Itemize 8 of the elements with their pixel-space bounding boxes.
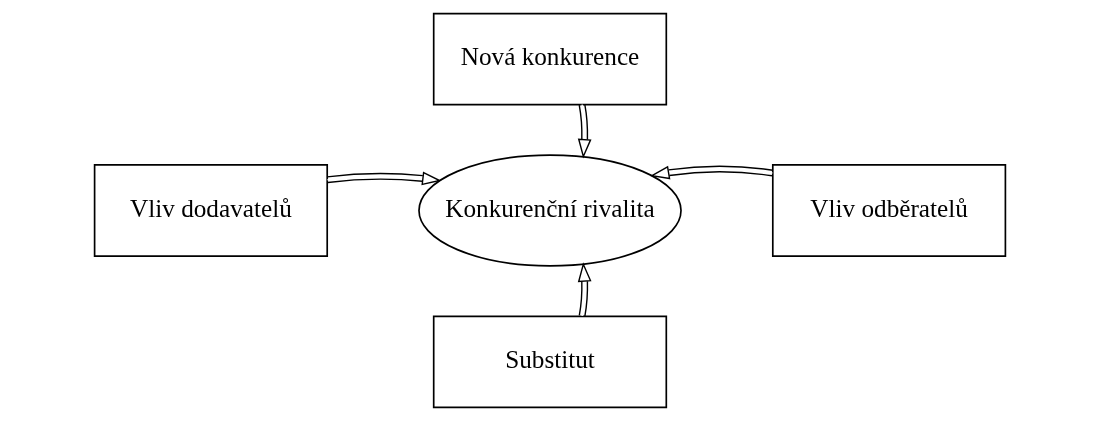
- arrow: [577, 262, 591, 318]
- arrow: [649, 165, 774, 180]
- node-box: Vliv odběratelů: [771, 164, 1006, 257]
- node-box: Substitut: [432, 315, 667, 409]
- arrow: [325, 171, 442, 186]
- node-box: Nová konkurence: [432, 12, 667, 106]
- arrow: [577, 103, 591, 159]
- node-box: Vliv dodavatelů: [93, 164, 328, 257]
